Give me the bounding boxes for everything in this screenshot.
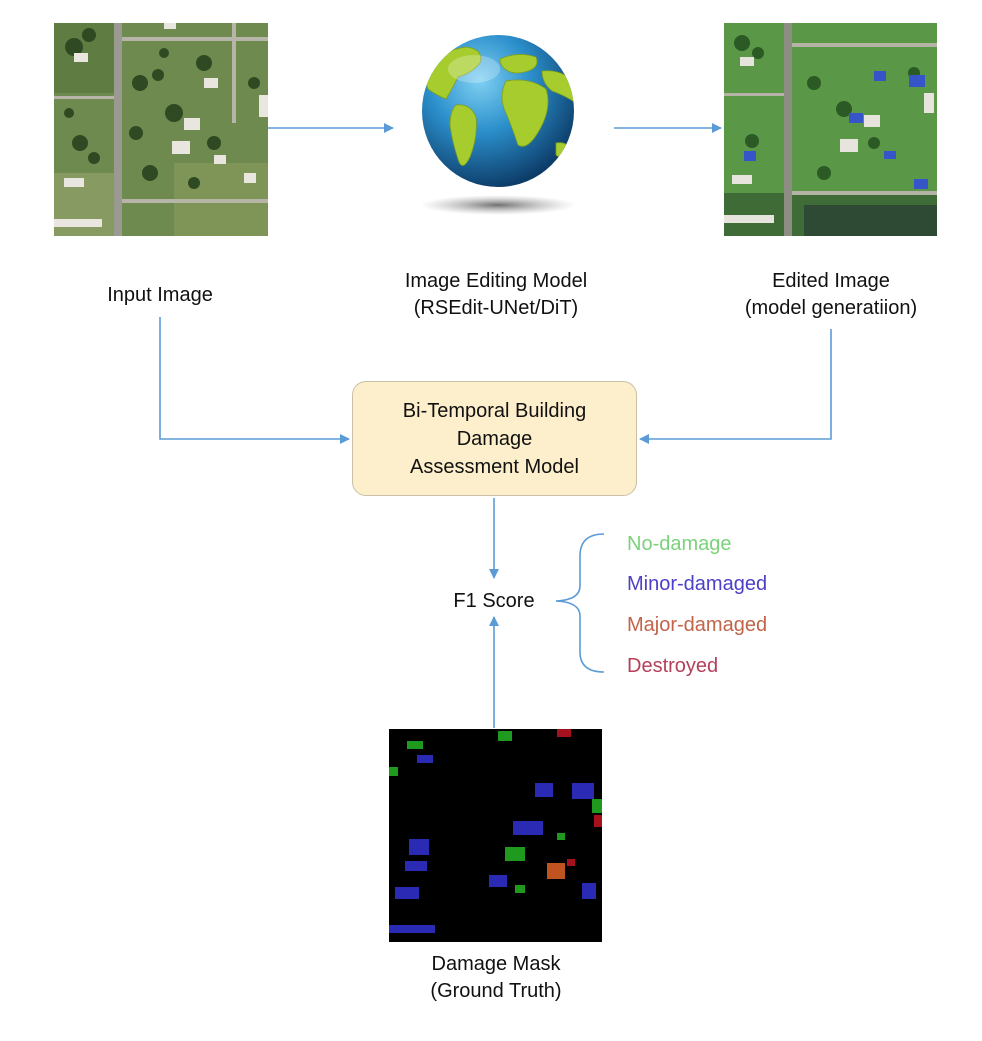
damage-mask-label-line-2: (Ground Truth)	[430, 980, 562, 1002]
assessment-model-line-2: Damage	[456, 427, 533, 450]
f1-score-label: F1 Score	[453, 590, 535, 612]
damage-mask-image	[389, 729, 602, 942]
globe-icon	[420, 35, 576, 215]
assessment-model-line-3: Assessment Model	[410, 455, 579, 478]
editing-model-label: Image Editing Model (RSEdit-UNet/DiT)	[360, 268, 632, 322]
damage-mask-label-line-1: Damage Mask	[431, 953, 561, 975]
arrow-edited-to-assessment	[639, 329, 832, 444]
class-major-damaged: Major-damaged	[627, 614, 768, 636]
assessment-model-box: Bi-Temporal Building Damage Assessment M…	[352, 381, 637, 496]
input-image-label: Input Image	[107, 284, 213, 306]
edited-satellite-image	[724, 23, 937, 236]
class-minor-damaged: Minor-damaged	[627, 573, 768, 595]
input-satellite-image	[54, 23, 268, 236]
class-brace	[555, 533, 605, 673]
edited-image-label-line-2: (model generatiion)	[744, 297, 918, 319]
assessment-model-line-1: Bi-Temporal Building	[402, 399, 587, 422]
edited-image-label: Edited Image (model generatiion)	[711, 268, 951, 322]
class-no-damage: No-damage	[627, 533, 732, 555]
editing-model-label-line-2: (RSEdit-UNet/DiT)	[413, 297, 579, 319]
editing-model-label-line-1: Image Editing Model	[404, 270, 588, 292]
arrow-input-to-assessment	[159, 317, 350, 444]
damage-mask-label: Damage Mask (Ground Truth)	[380, 951, 612, 1005]
edited-image-label-line-1: Edited Image	[772, 270, 890, 292]
class-destroyed: Destroyed	[627, 655, 719, 677]
